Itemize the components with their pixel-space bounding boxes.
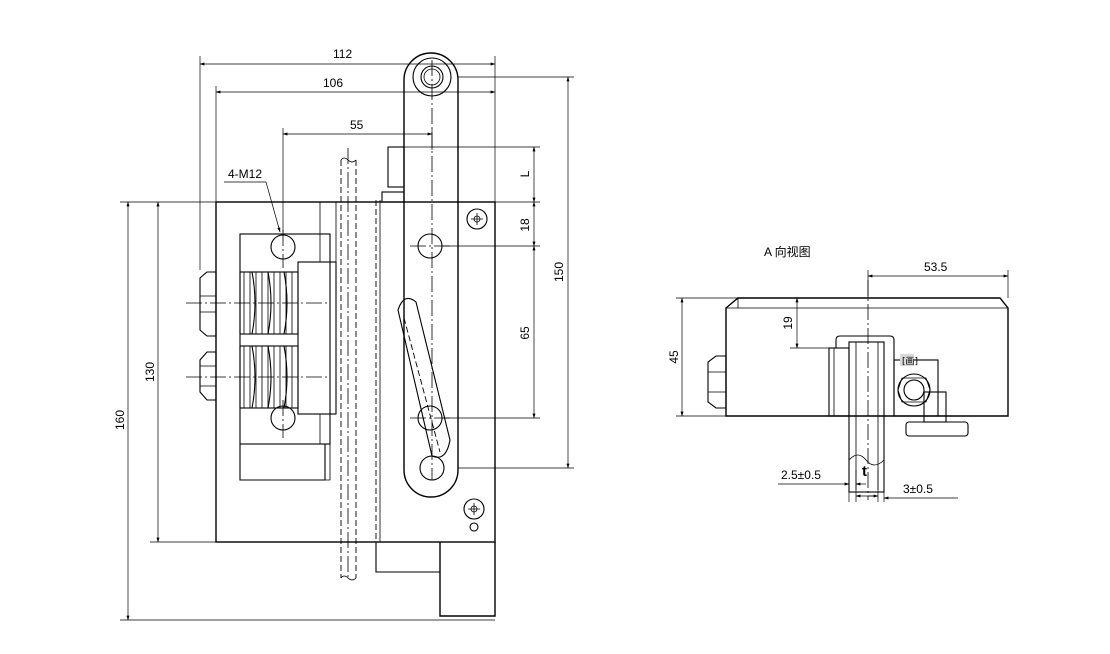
side-view: A 向视图 [画] 53.5 45 19 [667,244,1009,502]
housing-extension [439,542,496,617]
side-label-box [900,354,914,366]
bolt-head-top [199,271,217,337]
dim-19-label: 19 [781,316,795,330]
dim-18-label: 18 [518,218,532,232]
side-mechanism [893,359,939,417]
brake-block-base [239,444,326,481]
dim-130-label: 130 [143,362,157,382]
dim-160-ext [120,201,495,621]
tol-right-label: 3±0.5 [903,482,933,496]
side-label-glyph: [画] [902,356,918,367]
dim-65-label: 65 [518,326,532,340]
side-mechanism-nut-inner [903,379,925,401]
front-view: 112 106 55 4-M12 160 130 150 L 18 65 [113,47,574,621]
housing-plate [215,201,496,543]
lever-slot-hidden [403,317,441,453]
lever-arm [403,52,459,498]
dim-112-ext [199,56,496,270]
callout-4m12: 4-M12 [228,167,262,181]
side-body-bevel [726,298,1008,309]
side-mechanism-nut-outer [897,373,931,407]
dim-L-label: L [518,170,532,177]
dim-160-label: 160 [113,410,127,430]
guide-plate [297,261,337,415]
callout-4m12-leader [224,181,281,233]
side-brake-pad-left [828,347,850,417]
side-rail-inner [855,342,879,490]
dim-112-label: 112 [333,47,352,61]
side-view-title: A 向视图 [764,244,811,259]
guide-plate-edges [319,202,337,444]
side-body [725,297,1009,417]
tol-ext-lines [848,470,885,502]
side-rail [848,341,885,493]
tol-left-label: 2.5±0.5 [781,468,821,482]
top-bracket [387,146,405,188]
side-mechanism-foot [905,421,969,437]
dim-55-label: 55 [350,118,364,132]
dim-55-ext [282,128,433,232]
thickness-label: t [862,463,867,480]
brake-block [239,233,331,445]
dim-150-label: 150 [552,262,566,282]
screw-bottom-right [463,498,485,532]
brake-block-shadow [325,250,331,481]
dim-150-ext [458,76,574,469]
rail-break-marks [340,157,357,581]
side-mechanism-hex [897,377,931,403]
dim-106-label: 106 [323,76,343,90]
dim-45-label: 45 [667,350,681,364]
rail-hidden-lines [340,160,357,578]
bolt-head-bottom-flats [200,365,216,387]
lever-hole-axes [410,245,450,419]
side-mechanism-bolt [923,391,947,423]
side-bolt-flats [708,371,726,393]
bolt-head-top-flats [200,295,216,313]
dim-45-ext [676,297,738,417]
bolt-head-bottom [199,351,217,401]
side-bracket [835,335,895,416]
housing-step [375,542,440,573]
top-bracket-nut [381,191,405,203]
dim-53-5-label: 53.5 [924,260,948,274]
lever-slot [397,297,451,458]
side-bolt-head [707,355,727,409]
dim-chain-ext [404,146,540,419]
screw-top-right [466,208,488,230]
dim-53-5-ext [867,270,1009,298]
